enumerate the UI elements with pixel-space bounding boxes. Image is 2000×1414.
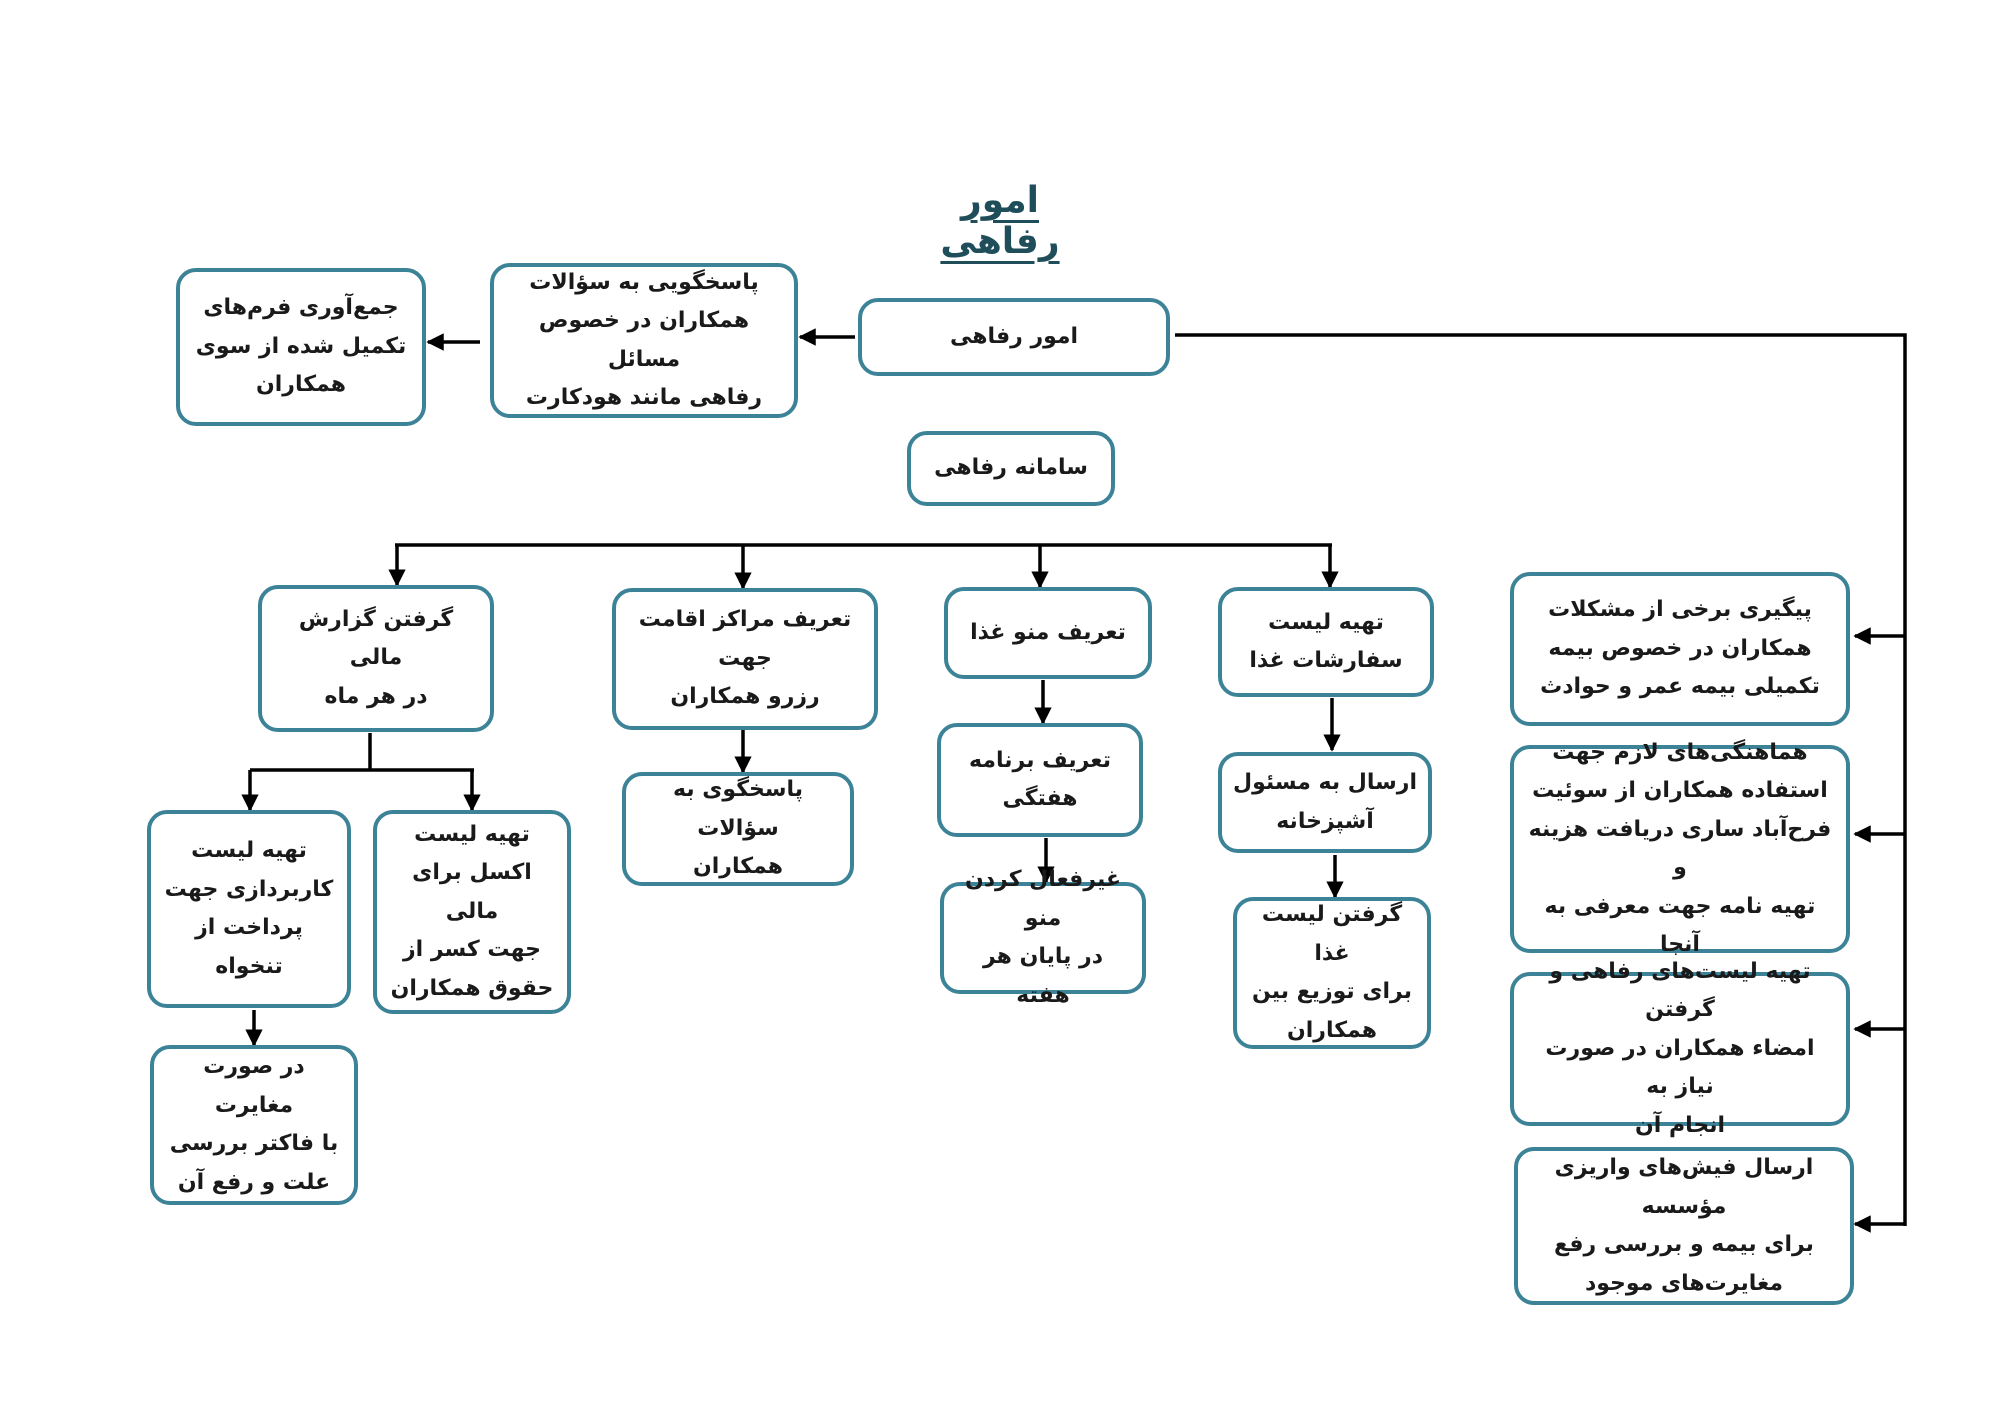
node-deposit-slips: ارسال فیش‌های واریزی مؤسسه برای بیمه و ب…	[1514, 1147, 1854, 1305]
connector-financial-split	[250, 733, 474, 772]
node-suite-coordination: هماهنگی‌های لازم جهت استفاده همکاران از …	[1510, 740, 1850, 957]
node-food-distribution: گرفتن لیست غذا برای توزیع بین همکاران	[1233, 897, 1431, 1049]
node-answer-welfare: پاسخگویی به سؤالات همکاران در خصوص مسائل…	[490, 263, 798, 418]
node-welfare: امور رفاهی	[858, 298, 1170, 376]
node-discrepancy: در صورت مغایرت با فاکتر بررسی علت و رفع …	[150, 1045, 358, 1205]
node-disable-menu: غیرفعال کردن منو در پایان هر هفته	[940, 867, 1146, 1008]
node-accommodation: تعریف مراکز اقامت جهت رزرو همکاران	[612, 588, 878, 730]
node-send-kitchen: ارسال به مسئول آشپزخانه	[1218, 752, 1432, 853]
node-food-orders: تهیه لیست سفارشات غذا	[1218, 587, 1434, 697]
node-admin-list: تهیه لیست کاربردازی جهت پرداخت از تنخواه	[147, 810, 351, 1008]
page-title: امور رفاهی	[940, 180, 1060, 262]
node-collect-forms: جمع‌آوری فرم‌های تکمیل شده از سوی همکارا…	[176, 268, 426, 426]
node-excel-list: تهیه لیست اکسل برای مالی جهت کسر از حقوق…	[373, 810, 571, 1014]
node-financial-report: گرفتن گزارش مالی در هر ماه	[258, 585, 494, 732]
connector-right-bracket	[1175, 333, 1907, 1226]
node-answer-colleagues: پاسخگوی به سؤالات همکاران	[622, 772, 854, 886]
node-insurance-followup: پیگیری برخی از مشکلات همکاران در خصوص بی…	[1510, 572, 1850, 726]
node-welfare-system: سامانه رفاهی	[907, 431, 1115, 506]
node-food-menu: تعریف منو غذا	[944, 587, 1152, 679]
node-weekly-program: تعریف برنامه هفتگی	[937, 723, 1143, 837]
node-welfare-lists: تهیه لیست‌های رفاهی و گرفتن امضاء همکارا…	[1510, 959, 1850, 1138]
